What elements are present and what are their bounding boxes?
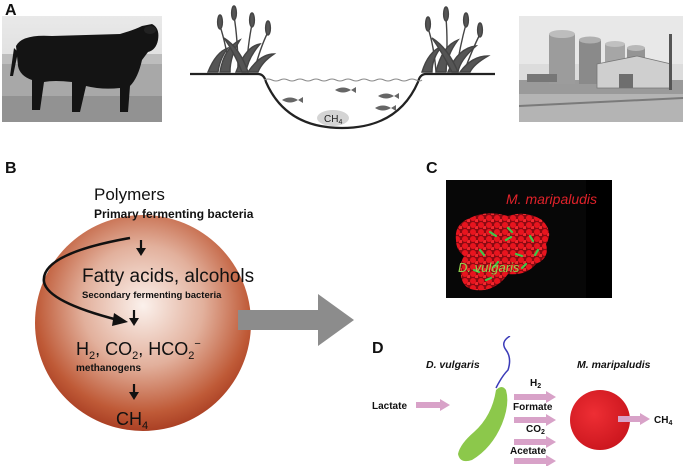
actor-primary-fermenting: Primary fermenting bacteria: [94, 207, 254, 221]
methane-bubble: [317, 110, 349, 126]
exchange-arrows: [514, 391, 556, 466]
panel-a-letter: A: [5, 2, 17, 19]
lactate-arrow: [416, 399, 450, 411]
label-m-maripaludis: M. maripaludis: [506, 191, 597, 207]
step-fatty-acids: Fatty acids, alcohols: [82, 266, 254, 287]
step-polymers: Polymers: [94, 185, 165, 204]
big-gray-arrow: [238, 294, 354, 346]
actor-secondary-fermenting: Secondary fermenting bacteria: [82, 290, 222, 301]
panel-b-letter: B: [5, 160, 17, 177]
organism-left-label: D. vulgaris: [426, 359, 480, 371]
exchange-co2: CO2: [526, 424, 545, 436]
m-maripaludis-cell: [570, 390, 630, 450]
step-ch4: CH4: [116, 409, 148, 432]
step-h2-co2-hco3: H2, CO2, HCO2−: [76, 338, 201, 362]
d-vulgaris-cell: [458, 387, 508, 462]
panel-d-letter: D: [372, 340, 384, 357]
input-lactate: Lactate: [372, 401, 407, 412]
fish-icons: [282, 87, 399, 111]
process-sphere: [35, 215, 251, 431]
actor-methanogens: methanogens: [76, 363, 141, 374]
methane-arrow: [618, 413, 650, 425]
fluorescence-micrograph: M. maripaludis D. vulgaris: [446, 180, 612, 298]
syntrophy-diagram: D. vulgaris M. maripaludis Lactate H2 Fo…: [372, 336, 672, 466]
reeds-right: [421, 6, 491, 73]
output-ch4: CH4: [654, 415, 672, 427]
exchange-h2: H2: [530, 378, 541, 390]
exchange-formate: Formate: [513, 402, 553, 413]
organism-right-label: M. maripaludis: [577, 359, 651, 371]
pond-gas-label: CH4: [324, 114, 342, 126]
cow-silhouette: [16, 24, 159, 112]
anaerobic-food-chain-diagram: Polymers Primary fermenting bacteria Fat…: [35, 185, 354, 432]
biogas-plant-photo: [519, 16, 683, 122]
pond-diagram: CH4: [190, 5, 495, 130]
cow-photo: [2, 16, 162, 122]
exchange-acetate: Acetate: [510, 446, 547, 457]
reeds-left: [206, 5, 277, 73]
label-d-vulgaris: D. vulgaris: [458, 260, 520, 275]
flagellum: [495, 336, 511, 389]
panel-c-letter: C: [426, 160, 438, 177]
bacterium-cells: [472, 226, 540, 282]
